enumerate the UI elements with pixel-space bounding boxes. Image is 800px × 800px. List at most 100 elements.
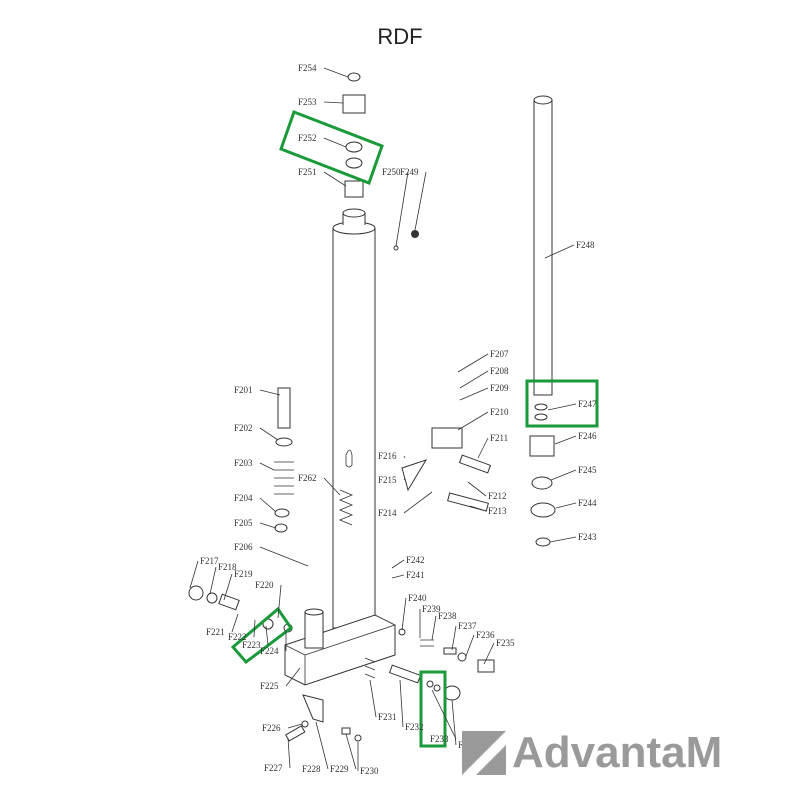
leader-line bbox=[554, 435, 577, 445]
part-label-f211: F211 bbox=[490, 433, 508, 443]
part-label-f: F bbox=[458, 740, 463, 750]
leader-line bbox=[259, 546, 309, 567]
leader-line bbox=[285, 667, 301, 687]
leader-line bbox=[465, 634, 475, 657]
leader-line bbox=[259, 462, 275, 471]
leader-line bbox=[451, 699, 457, 746]
highlight-f223 bbox=[230, 606, 294, 665]
part-label-f237: F237 bbox=[458, 621, 477, 631]
part-label-f204: F204 bbox=[234, 493, 253, 503]
part-label-f262: F262 bbox=[298, 473, 317, 483]
part-label-f221: F221 bbox=[206, 627, 225, 637]
part-label-f213: F213 bbox=[488, 506, 507, 516]
part-label-f230: F230 bbox=[360, 766, 379, 776]
leader-line bbox=[231, 613, 239, 633]
part-label-f241: F241 bbox=[406, 570, 425, 580]
part-label-f215: F215 bbox=[378, 475, 397, 485]
leader-line bbox=[259, 389, 281, 396]
leader-line bbox=[414, 171, 427, 231]
leader-line bbox=[483, 642, 495, 665]
leader-line bbox=[544, 244, 575, 259]
leader-line bbox=[323, 101, 344, 104]
part-label-f252: F252 bbox=[298, 133, 317, 143]
leader-line bbox=[323, 137, 347, 148]
leader-line bbox=[315, 721, 329, 770]
highlight-f233 bbox=[419, 670, 447, 748]
part-label-f220: F220 bbox=[255, 580, 274, 590]
leader-line bbox=[287, 723, 303, 729]
part-label-f226: F226 bbox=[262, 723, 281, 733]
leader-line bbox=[550, 469, 577, 481]
part-label-f222: F222 bbox=[228, 632, 247, 642]
top-stack bbox=[342, 72, 419, 251]
leader-line bbox=[459, 370, 489, 389]
part-label-f224: F224 bbox=[260, 646, 279, 656]
leader-line bbox=[259, 522, 277, 529]
leader-line bbox=[323, 477, 341, 496]
leader-lines bbox=[189, 67, 577, 771]
part-label-f244: F244 bbox=[578, 498, 597, 508]
part-label-f214: F214 bbox=[378, 508, 397, 518]
part-label-f217: F217 bbox=[200, 556, 219, 566]
leader-line bbox=[469, 505, 487, 512]
leader-line bbox=[451, 625, 457, 651]
part-label-f203: F203 bbox=[234, 458, 253, 468]
part-label-f206: F206 bbox=[234, 542, 253, 552]
leader-line bbox=[391, 574, 405, 579]
part-label-f219: F219 bbox=[234, 569, 253, 579]
part-label-f227: F227 bbox=[264, 763, 283, 773]
leader-line bbox=[459, 387, 489, 401]
leader-line bbox=[477, 437, 489, 459]
right-valve-assembly bbox=[285, 628, 495, 742]
leader-line bbox=[287, 737, 291, 769]
part-label-f208: F208 bbox=[490, 366, 509, 376]
leader-line bbox=[399, 679, 404, 728]
part-label-f240: F240 bbox=[408, 593, 427, 603]
leader-line bbox=[431, 615, 437, 641]
part-label-f225: F225 bbox=[260, 681, 279, 691]
leader-line bbox=[253, 619, 256, 638]
leader-line bbox=[223, 573, 233, 601]
logo-mark-icon bbox=[462, 731, 506, 775]
base-block bbox=[284, 608, 396, 686]
left-spring-stack bbox=[274, 387, 294, 533]
highlight-f247 bbox=[525, 379, 599, 428]
leader-line bbox=[431, 689, 457, 740]
part-label-f216: F216 bbox=[378, 451, 397, 461]
part-label-f236: F236 bbox=[476, 630, 495, 640]
part-label-f233: F233 bbox=[430, 734, 449, 744]
leader-line bbox=[467, 481, 487, 497]
leader-line bbox=[277, 584, 282, 619]
part-label-f253: F253 bbox=[298, 97, 317, 107]
part-label-f245: F245 bbox=[578, 465, 597, 475]
valve-bracket bbox=[401, 427, 492, 512]
part-label-f239: F239 bbox=[422, 604, 441, 614]
part-label-f205: F205 bbox=[234, 518, 253, 528]
leader-line bbox=[403, 491, 433, 514]
leader-line bbox=[323, 171, 347, 187]
leader-line bbox=[457, 353, 489, 373]
part-label-f209: F209 bbox=[490, 383, 509, 393]
part-label-f249: F249 bbox=[400, 167, 419, 177]
part-label-f243: F243 bbox=[578, 532, 597, 542]
part-label-f242: F242 bbox=[406, 555, 425, 565]
advantam-logo: AdvantaM bbox=[462, 728, 722, 778]
leader-line bbox=[391, 559, 405, 569]
leader-line bbox=[259, 427, 279, 441]
part-label-f202: F202 bbox=[234, 423, 253, 433]
leader-line bbox=[547, 403, 577, 411]
leader-line bbox=[209, 566, 217, 595]
leader-line bbox=[457, 411, 489, 431]
part-label-f231: F231 bbox=[378, 712, 397, 722]
part-label-f218: F218 bbox=[218, 562, 237, 572]
leader-line bbox=[323, 67, 349, 78]
part-label-f250: F250 bbox=[382, 167, 401, 177]
part-label-f228: F228 bbox=[302, 764, 321, 774]
leader-line bbox=[259, 497, 277, 513]
part-label-f201: F201 bbox=[234, 385, 253, 395]
part-label-f212: F212 bbox=[488, 491, 507, 501]
leader-line bbox=[265, 625, 269, 646]
part-label-f207: F207 bbox=[490, 349, 509, 359]
